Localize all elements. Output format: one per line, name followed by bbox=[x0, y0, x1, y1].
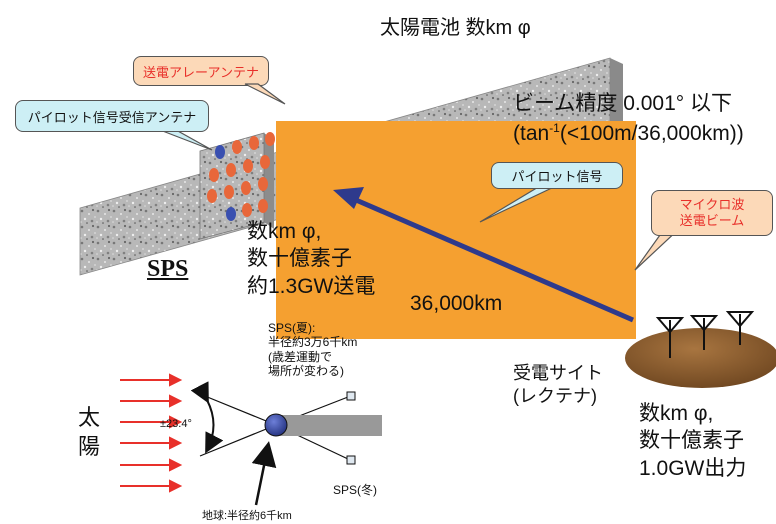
receiver-spec: 数km φ, 数十億素子 1.0GW出力 bbox=[639, 400, 746, 482]
pilot-antenna-element bbox=[226, 207, 236, 221]
receiver-site-line2: (レクテナ) bbox=[513, 386, 597, 407]
sun-rays bbox=[120, 373, 183, 493]
solar-panel-title: 太陽電池 数km φ bbox=[380, 17, 531, 39]
sps-summer-marker bbox=[346, 391, 356, 401]
sps-summer-line4: 場所が変わる) bbox=[268, 364, 344, 379]
rectenna-ground bbox=[625, 328, 776, 388]
sps-winter-label: SPS(冬) bbox=[333, 483, 378, 497]
array-element bbox=[249, 136, 259, 150]
sps-label: SPS bbox=[147, 256, 189, 282]
beam-formula: (tan-1(<100m/36,000km)) bbox=[513, 121, 744, 146]
array-element bbox=[224, 185, 234, 199]
tilt-angle-label: ±23.4° bbox=[160, 418, 192, 430]
array-element bbox=[241, 181, 251, 195]
array-element bbox=[232, 140, 242, 154]
earth-shadow bbox=[278, 415, 382, 436]
rectenna-site bbox=[625, 311, 776, 388]
transmitter-spec: 数km φ, 数十億素子 約1.3GW送電 bbox=[247, 218, 375, 300]
pilot-antenna-element bbox=[215, 145, 225, 159]
antenna-elements bbox=[207, 132, 275, 221]
distance-label: 36,000km bbox=[410, 292, 503, 315]
beam-formula-post: (<100m/36,000km)) bbox=[559, 122, 744, 145]
sps-summer-line2: 半径約3万6千km bbox=[268, 335, 358, 350]
array-element bbox=[265, 132, 275, 146]
beam-formula-sup: -1 bbox=[549, 121, 560, 135]
receiver-spec-line2: 数十億素子 bbox=[639, 429, 744, 453]
beam-formula-pre: (tan bbox=[513, 122, 550, 145]
beam-accuracy: ビーム精度 0.001° 以下 bbox=[513, 92, 732, 115]
pilot-signal-label: パイロット信号 bbox=[511, 169, 603, 184]
transmitter-spec-line1: 数km φ, bbox=[247, 220, 322, 243]
array-element bbox=[243, 159, 253, 173]
microwave-beam-line1: マイクロ波 bbox=[679, 196, 745, 212]
sps-winter-marker bbox=[346, 455, 356, 465]
receiver-site: 受電サイト (レクテナ) bbox=[513, 362, 603, 409]
array-element bbox=[258, 199, 268, 213]
microwave-beam-line2: 送電ビーム bbox=[679, 213, 745, 228]
sun-label-2: 陽 bbox=[78, 434, 101, 459]
array-element bbox=[226, 163, 236, 177]
sps-summer-line1: SPS(夏): bbox=[268, 321, 316, 335]
orbit-diagram bbox=[120, 373, 382, 506]
earth-pointer-arrow bbox=[251, 441, 277, 506]
receiver-spec-line1: 数km φ, bbox=[639, 402, 714, 425]
microwave-beam-callout: マイクロ波 送電ビーム bbox=[651, 190, 773, 236]
array-element bbox=[207, 189, 217, 203]
pilot-antenna-label: パイロット信号受信アンテナ bbox=[27, 109, 197, 125]
array-element bbox=[242, 203, 252, 217]
transmitter-spec-line3: 約1.3GW送電 bbox=[247, 274, 376, 298]
pilot-signal-arrow bbox=[333, 187, 634, 323]
earth-label: 地球:半径約6千km bbox=[202, 510, 292, 522]
array-antenna-label: 送電アレーアンテナ bbox=[143, 64, 259, 80]
sps-summer-line3: (歳差運動で bbox=[268, 349, 332, 364]
sun-label-1: 太 bbox=[78, 405, 101, 430]
transmitter-spec-line2: 数十億素子 bbox=[247, 247, 352, 271]
pilot-antenna-callout: パイロット信号受信アンテナ bbox=[15, 100, 209, 132]
earth bbox=[264, 413, 288, 437]
array-element bbox=[258, 177, 268, 191]
receiver-site-line1: 受電サイト bbox=[513, 363, 603, 383]
array-element bbox=[260, 155, 270, 169]
sps-summer-label: SPS(夏): 半径約3万6千km (歳差運動で 場所が変わる) bbox=[268, 321, 357, 379]
array-element bbox=[209, 168, 219, 182]
array-antenna-callout: 送電アレーアンテナ bbox=[133, 56, 269, 86]
microwave-beam-area bbox=[276, 121, 636, 339]
pilot-signal-callout: パイロット信号 bbox=[491, 162, 623, 189]
receiver-spec-line3: 1.0GW出力 bbox=[639, 456, 747, 480]
